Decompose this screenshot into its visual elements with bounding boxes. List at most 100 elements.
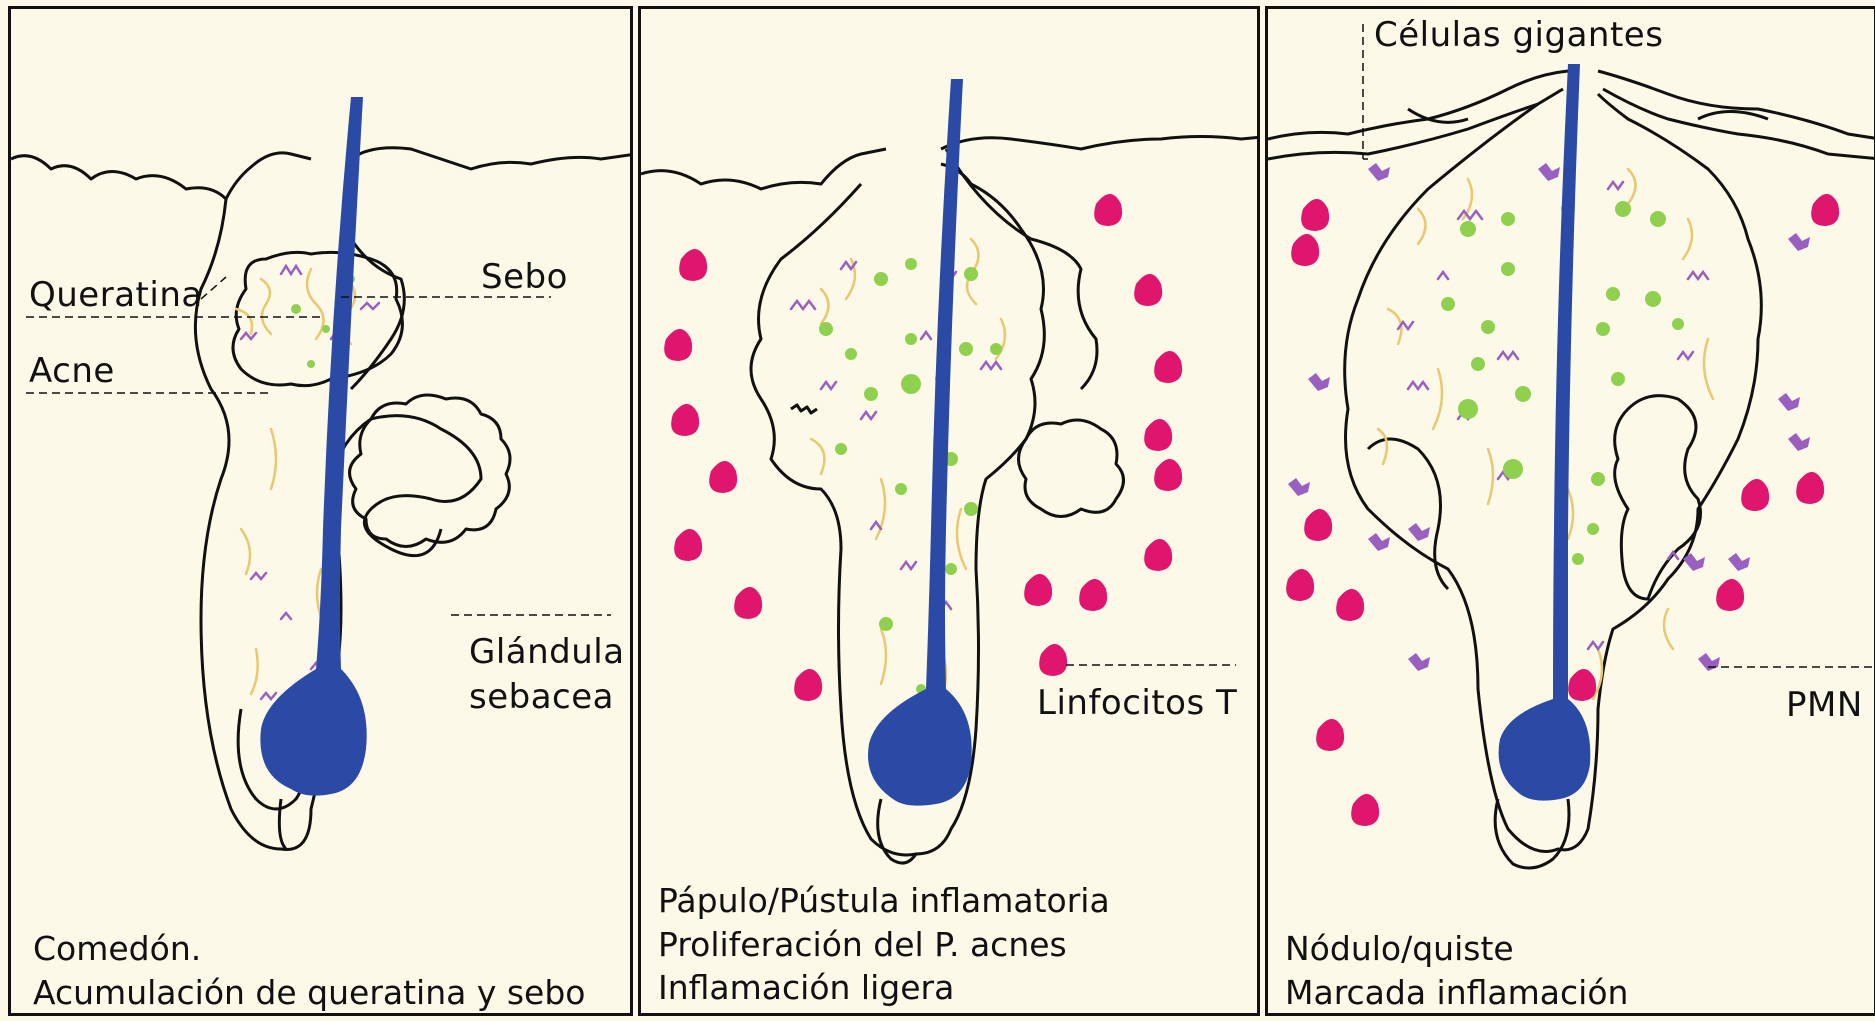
bacteria-group	[241, 266, 379, 699]
label-queratina: Queratina	[29, 277, 203, 314]
pmn-cell-icon	[1336, 589, 1364, 621]
pmn-cell-icon	[709, 461, 737, 493]
lymphocyte-icon	[1591, 472, 1605, 486]
lymphocyte-icon	[1650, 211, 1666, 227]
bacteria-group	[1398, 182, 1708, 649]
pmn-cell-icon	[1316, 719, 1344, 751]
lymphocyte-icon	[1458, 399, 1478, 419]
lymphocyte-icon	[901, 374, 921, 394]
lymphocyte-icon	[1501, 212, 1515, 226]
epidermis-line	[11, 153, 311, 199]
lymphocyte-icon	[1645, 291, 1661, 307]
giant-cell-icon	[1615, 396, 1701, 599]
panel-nodule-cyst: Células gigantes PMN Nódulo/quiste Marca…	[1265, 6, 1875, 1016]
lymphocyte-group	[819, 258, 1002, 694]
caption-line: Marcada inflamación	[1285, 971, 1628, 1015]
caption-line: Inflamación ligera	[658, 966, 1110, 1010]
pmn-cell-icon	[1154, 459, 1182, 491]
lymphocyte-icon	[1441, 297, 1455, 311]
pmn-cell-icon	[1716, 579, 1744, 611]
epidermis-line	[641, 149, 886, 189]
pmn-cell-icon	[671, 404, 699, 436]
label-acne: Acne	[29, 353, 115, 390]
pmn-cell-icon	[794, 669, 822, 701]
pmn-cell-icon	[1134, 274, 1162, 306]
lymphocyte-icon	[291, 304, 301, 314]
lymphocyte-icon	[1606, 287, 1620, 301]
lymphocyte-icon	[1460, 221, 1476, 237]
lymphocyte-icon	[874, 272, 888, 286]
pmn-cell-icon	[1568, 669, 1596, 701]
pmn-cell-icon	[1144, 419, 1172, 451]
lymphocyte-icon	[1503, 459, 1523, 479]
pmn-cell-icon	[1304, 509, 1332, 541]
epidermis-inner	[1268, 89, 1563, 159]
lymphocyte-icon	[905, 333, 917, 345]
label-pmn: PMN	[1786, 687, 1863, 724]
lymphocyte-icon	[964, 502, 978, 516]
label-linfocitos: Linfocitos T	[1037, 685, 1237, 722]
pmn-cell-icon	[664, 329, 692, 361]
lymphocyte-icon	[322, 325, 330, 333]
lymphocyte-icon	[1471, 357, 1485, 371]
pmn-cell-icon	[1286, 569, 1314, 601]
pmn-cell-icon	[1144, 539, 1172, 571]
pmn-cell-icon	[1351, 794, 1379, 826]
epidermis-line	[1268, 71, 1568, 139]
keratin-strands	[811, 239, 1005, 699]
comedo-plug	[233, 252, 402, 385]
panel-comedon: Queratina Acne Sebo Glándula sebacea Com…	[8, 6, 633, 1016]
label-sebacea: sebacea	[469, 679, 614, 716]
lymphocyte-icon	[879, 617, 893, 631]
bacteria-group	[791, 262, 1001, 609]
caption-papule: Pápulo/Pústula inflamatoria Proliferació…	[658, 879, 1110, 1010]
lymphocyte-icon	[835, 443, 847, 455]
bulb-outline	[1495, 799, 1569, 868]
lymphocyte-icon	[1587, 523, 1599, 535]
leader-lines	[26, 277, 611, 615]
lymphocyte-icon	[1501, 262, 1515, 276]
lymphocyte-icon	[1515, 386, 1531, 402]
lymphocyte-icon	[307, 360, 315, 368]
papule-illustration	[641, 9, 1260, 1016]
lymphocyte-icon	[945, 563, 957, 575]
lymphocyte-icon	[1596, 322, 1610, 336]
pmn-cell-icon	[1094, 194, 1122, 226]
lymphocyte-icon	[895, 483, 907, 495]
pmn-cell-icon	[1796, 472, 1824, 504]
pmn-cell-icon	[1811, 194, 1839, 226]
caption-line: Pápulo/Pústula inflamatoria	[658, 879, 1110, 923]
lymphocyte-icon	[1672, 318, 1684, 330]
lymphocyte-icon	[905, 258, 917, 270]
caption-line: Acumulación de queratina y sebo	[33, 971, 586, 1015]
label-glandula: Glándula	[469, 634, 625, 671]
hair-shaft-icon	[868, 79, 972, 806]
lymphocyte-icon	[864, 387, 878, 401]
nodule-illustration	[1268, 9, 1875, 1016]
caption-comedon: Comedón. Acumulación de queratina y sebo	[33, 927, 586, 1014]
lymphocyte-icon	[819, 322, 833, 336]
lymphocyte-icon	[1611, 372, 1625, 386]
label-celulas-gigantes: Células gigantes	[1374, 17, 1663, 54]
caption-line: Proliferación del P. acnes	[658, 923, 1110, 967]
lymphocyte-icon	[990, 343, 1002, 355]
pmn-cell-icon	[679, 249, 707, 281]
pmn-cell-icon	[1741, 479, 1769, 511]
panel-papule-pustule: Linfocitos T Pápulo/Pústula inflamatoria…	[638, 6, 1260, 1016]
lymphocyte-icon	[964, 267, 978, 281]
epidermis-line-right	[941, 137, 1260, 150]
pmn-cells	[664, 194, 1182, 701]
pmn-cell-icon	[1154, 351, 1182, 383]
comedon-illustration	[11, 9, 633, 1016]
lymphocyte-icon	[1481, 320, 1495, 334]
pmn-cell-icon	[1291, 234, 1319, 266]
sebaceous-gland-icon	[1019, 420, 1124, 517]
lymphocyte-icon	[959, 342, 973, 356]
pmn-cell-icon	[1301, 199, 1329, 231]
surface-fold-right	[1698, 112, 1768, 120]
epidermis-line-right	[1598, 71, 1875, 139]
pmn-cell-icon	[1079, 579, 1107, 611]
cyst-septum	[1368, 439, 1448, 589]
rupture-mark	[791, 405, 817, 413]
